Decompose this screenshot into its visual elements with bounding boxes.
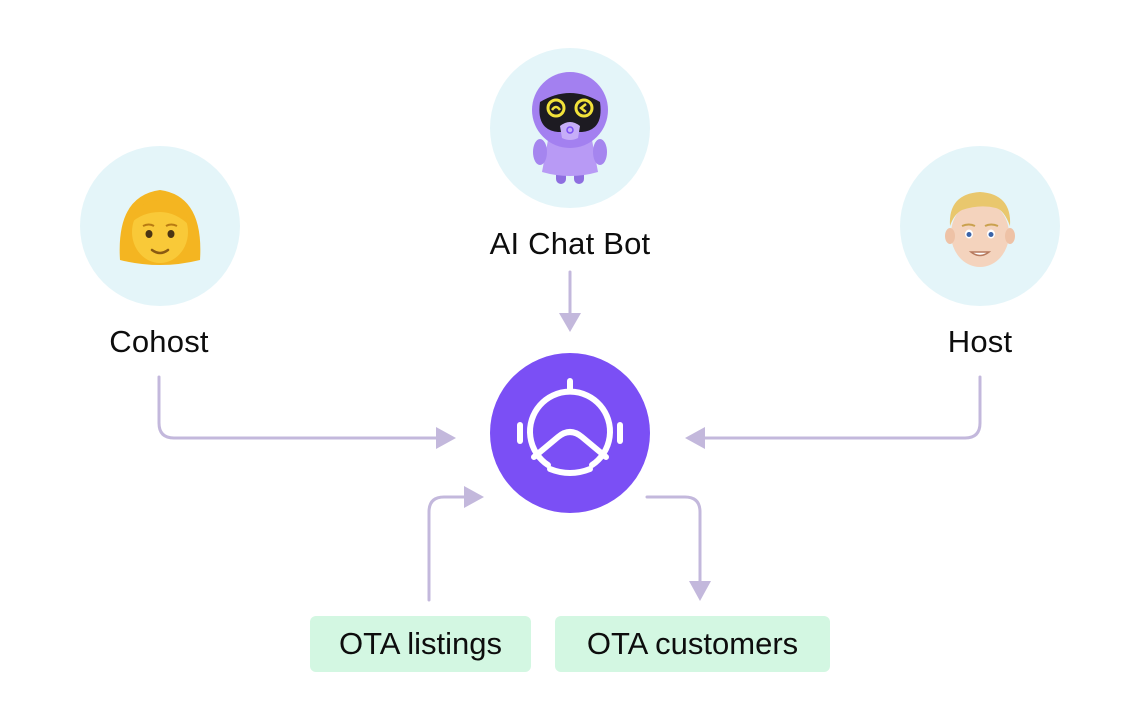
ota-listings-tag: OTA listings xyxy=(310,616,531,672)
edge-hub-to-customers xyxy=(645,495,702,586)
host-avatar xyxy=(900,146,1060,306)
edge-listings-to-hub xyxy=(427,495,470,602)
edge-cohost-to-hub xyxy=(157,375,442,440)
ota-customers-tag: OTA customers xyxy=(555,616,830,672)
arrowhead-listings xyxy=(464,486,484,508)
chatbot-avatar xyxy=(490,48,650,208)
arrowhead-chatbot xyxy=(559,313,581,332)
host-label: Host xyxy=(947,324,1013,359)
cohost-avatar xyxy=(80,146,240,306)
arrowhead-cohost xyxy=(436,427,456,449)
cohost-label: Cohost xyxy=(109,324,209,359)
ota-customers-label: OTA customers xyxy=(586,626,799,661)
robot-icon xyxy=(532,72,608,184)
arrowhead-host xyxy=(685,427,705,449)
platform-hub xyxy=(490,353,650,513)
woman-emoji-icon xyxy=(119,190,201,265)
edge-host-to-hub xyxy=(698,375,982,440)
arrowhead-customers xyxy=(689,581,711,601)
chatbot-label: AI Chat Bot xyxy=(489,226,651,261)
platform-logo-icon xyxy=(517,378,623,476)
man-emoji-icon xyxy=(945,192,1015,267)
ota-listings-label: OTA listings xyxy=(338,626,503,661)
